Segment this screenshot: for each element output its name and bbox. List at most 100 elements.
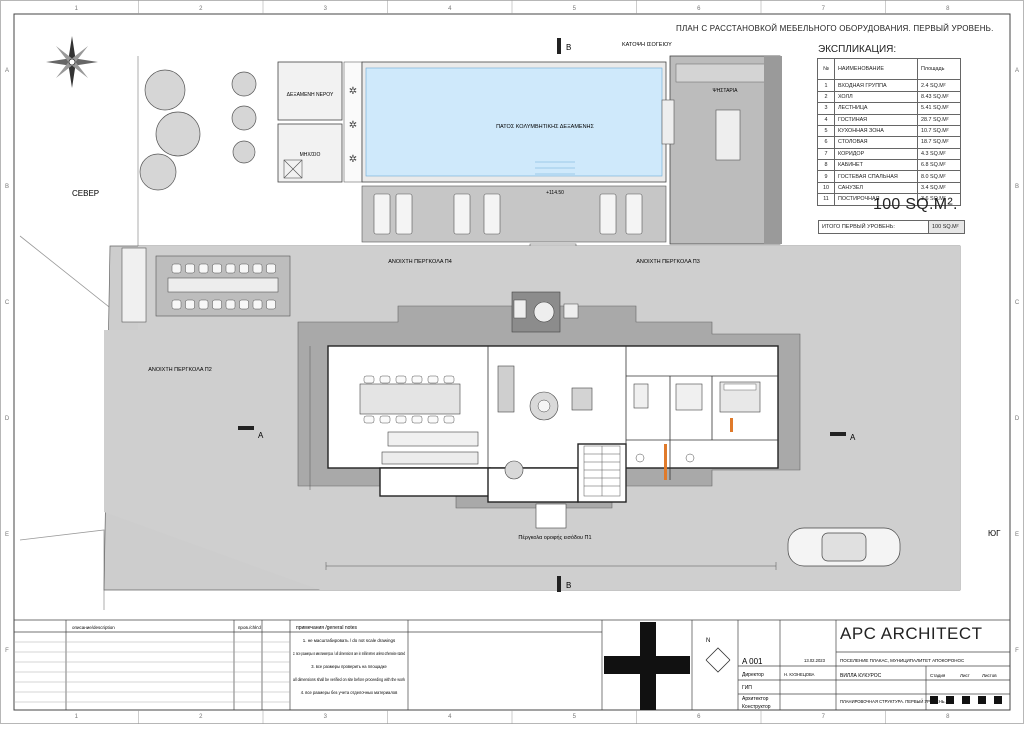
row-area: 4.3 SQ.M² [917,147,961,161]
bbq-label: ΨΗΣΤΑΡΙΑ [713,88,739,94]
grid-row-label: B [5,184,9,190]
role-constructor: Конструктор [742,704,771,710]
general-notes: 1. не масштабировать / do not scale draw… [293,638,406,695]
south-label: ЮГ [988,529,1001,538]
total-area: 100 SQ.M². [873,196,958,213]
grid-column-label: 4 [448,6,452,12]
svg-text:A: A [258,431,264,440]
outdoor-chair [171,263,182,274]
outdoor-chair [212,263,222,274]
general-note: 4. все размеры без учета отделочных мате… [301,690,398,695]
machine-room-label: ΜΗΧ/ΣΙΟ [300,152,321,158]
row-area: 3.4 SQ.M² [917,181,961,195]
row-area: 8.43 SQ.M² [917,90,961,104]
grid-row-label: C [5,300,10,306]
row-name: СТОЛОВАЯ [833,136,919,149]
dining-chair [363,415,375,424]
check-header: пров./chk'd [238,625,261,630]
svg-text:✲: ✲ [349,86,357,97]
total-row: ИТОГО ПЕРВЫЙ УРОВЕНЬ: 100 SQ.M² [818,220,965,234]
outdoor-chair [252,299,263,310]
general-note: 1. не масштабировать / do not scale draw… [303,638,395,643]
svg-text:✲: ✲ [349,154,357,165]
outdoor-chair [185,299,195,310]
grid-row-label: D [5,416,10,422]
grid-column-label: 5 [573,714,577,720]
svg-text:B: B [566,581,571,590]
company-cross-logo [604,622,690,710]
dining-chair [443,375,455,384]
person-name: Н. КУЗНЕЦОВА [784,672,815,677]
grid-row-label: A [1015,68,1019,74]
svg-text:✲: ✲ [349,120,357,131]
row-number: 10 [817,181,835,195]
row-name: ГОСТИНАЯ [833,113,919,126]
compass-n-label: N [706,638,710,644]
col-area: Площадь [917,57,961,81]
row-name: КАБИНЕТ [833,158,919,172]
outdoor-chair [225,263,236,274]
row-number: 3 [817,102,835,115]
row-area: 3.6 SQ.M² [917,193,961,206]
dining-chair [363,375,375,384]
col-number: № [817,57,835,81]
row-area: 5.41 SQ.M² [917,102,961,115]
dining-chair [427,415,439,424]
brand-name: APC ARCHITECT [840,624,983,643]
grid-column-label: 1 [75,6,79,12]
dining-chair [379,375,391,384]
outdoor-dining-chairs [171,263,276,310]
section-markers: B B A A [238,38,856,592]
general-note: 2. все размеры в миллиметрах / all dimen… [293,651,405,656]
row-number: 1 [817,79,835,92]
row-name: ПОСТИРОЧНАЯ [833,193,919,206]
grid-row-label: F [5,648,9,654]
explication-header-row: № НАИМЕНОВАНИЕ Площадь [817,57,961,81]
grid-row-label: A [5,68,9,74]
role-gip: ГИП [742,685,752,691]
row-name: САНУЗЕЛ [833,181,919,195]
grid-row-label: D [1015,416,1020,422]
row-area: 6.8 SQ.M² [917,158,961,172]
dining-chair [395,375,407,384]
row-name: КУХОННАЯ ЗОНА [833,124,919,138]
dining-chair [395,415,407,424]
grid-column-label: 3 [324,6,328,12]
row-area: 18.7 SQ.M² [917,136,961,149]
revision-header: описание/description [72,625,115,630]
notes-header: примечания /general notes [296,625,358,631]
row-number: 11 [817,193,835,206]
stage-label: Стадия [930,673,946,678]
grid-column-label: 4 [448,714,452,720]
grid-column-label: 1 [75,714,79,720]
car-icon [787,527,901,567]
revision-rows [14,641,290,703]
drawing-title: ПЛАН С РАССТАНОВКОЙ МЕБЕЛЬНОГО ОБОРУДОВА… [676,24,994,33]
dining-chairs [363,375,455,424]
pergola-p2-label: ΑΝΟΙΧΤΗ ΠΕΡΓΚΟΛΑ Π2 [148,367,212,373]
outdoor-chair [225,299,236,310]
general-note: 3. все размеры проверить на площадке [311,664,387,669]
grid-column-label: 5 [573,6,577,12]
row-area: 2.4 SQ.M² [917,79,961,92]
pergola-p4-label: ΑΝΟΙΧΤΗ ΠΕΡΓΚΟΛΑ Π4 [388,259,452,265]
sheet-number: A 001 [742,657,763,666]
row-name: ВХОДНАЯ ГРУППА [833,79,919,92]
pergola-p3-label: ΑΝΟΙΧΤΗ ΠΕΡΓΚΟΛΑ Π3 [636,259,700,265]
grid-column-label: 8 [946,6,950,12]
row-number: 4 [817,113,835,126]
outdoor-chair [239,299,249,310]
grid-column-label: 8 [946,714,950,720]
pool-label: ΠΑΤΟΣ ΚΟΛΥΜΒΗΤΙΚΗΣ ΔΕΞΑΜΕΝΗΣ [496,124,594,130]
north-arrow-icon [46,36,98,88]
sun-loungers [373,193,643,235]
